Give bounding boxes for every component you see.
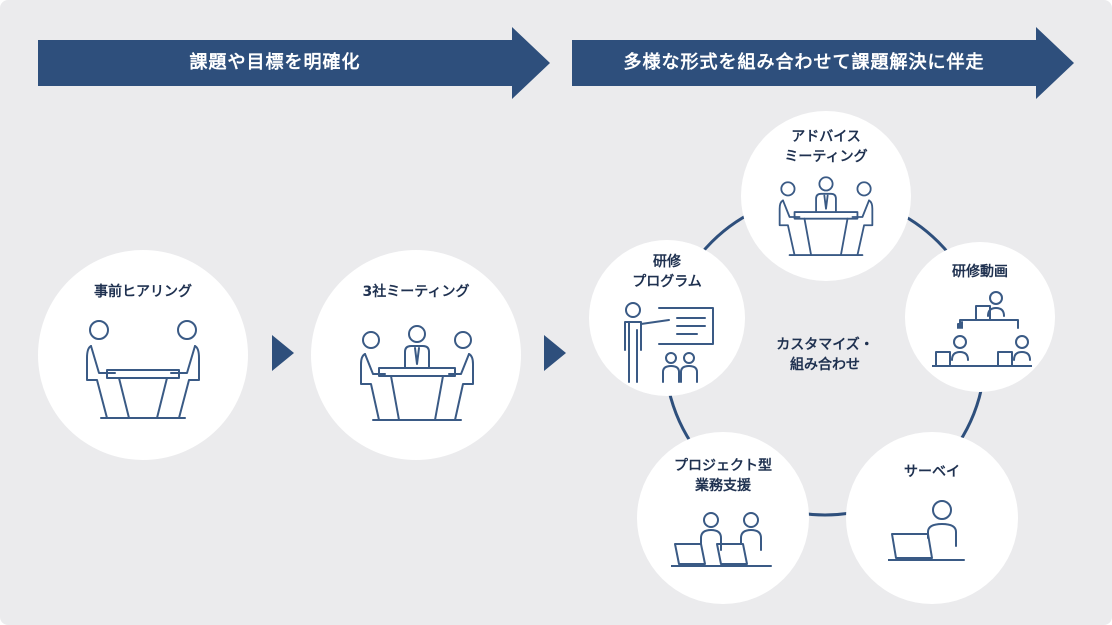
step-arrow-1 [272, 335, 294, 371]
advice-node: アドバイス ミーティング [741, 111, 911, 281]
three-people-at-table-icon [360, 325, 474, 421]
right-arrow-banner: 多様な形式を組み合わせて課題解決に伴走 [572, 27, 1074, 99]
program-line-2: プログラム [632, 274, 702, 290]
left-banner-label: 課題や目標を明確化 [189, 52, 361, 73]
meeting3-step: 3社ミーティング [311, 250, 521, 460]
person-laptop-icon [888, 500, 965, 561]
three-people-at-table-icon [778, 176, 874, 256]
program-line-1: 研修 [653, 254, 681, 270]
two-people-laptops-icon [671, 512, 772, 567]
hearing-label-text: 事前ヒアリング [94, 284, 192, 300]
arrow-shape [38, 27, 550, 99]
project-line-2: 業務支援 [695, 478, 751, 494]
survey-line-1: サーベイ [904, 464, 960, 480]
left-arrow-banner: 課題や目標を明確化 [38, 27, 550, 99]
video-line-1: 研修動画 [952, 264, 1008, 280]
arrow-shape [572, 27, 1074, 99]
presenter-with-board-icon [624, 302, 714, 383]
right-banner-label: 多様な形式を組み合わせて課題解決に伴走 [623, 52, 985, 73]
video-node: 研修動画 [905, 242, 1055, 392]
advice-line-2: ミーティング [784, 149, 868, 165]
program-label: 研修 プログラム [589, 252, 745, 292]
step-arrow-2 [544, 335, 566, 371]
hearing-label: 事前ヒアリング [38, 282, 248, 302]
advice-line-1: アドバイス [791, 129, 861, 145]
project-node: プロジェクト型 業務支援 [637, 432, 809, 604]
project-label: プロジェクト型 業務支援 [637, 456, 809, 496]
program-node: 研修 プログラム [589, 240, 745, 396]
cycle-center-label: カスタマイズ・ 組み合わせ [755, 335, 895, 375]
survey-label: サーベイ [846, 462, 1018, 482]
meeting3-label: 3社ミーティング [311, 282, 521, 302]
hearing-step: 事前ヒアリング [38, 250, 248, 460]
advice-label: アドバイス ミーティング [741, 127, 911, 167]
hierarchy-laptops-icon [932, 291, 1032, 367]
two-people-at-table-icon [86, 320, 200, 419]
meeting3-label-text: 3社ミーティング [362, 284, 470, 300]
center-line-1: カスタマイズ・ [776, 337, 874, 353]
survey-node: サーベイ [846, 432, 1018, 604]
video-label: 研修動画 [905, 262, 1055, 282]
center-line-2: 組み合わせ [790, 357, 860, 373]
project-line-1: プロジェクト型 [674, 458, 772, 474]
